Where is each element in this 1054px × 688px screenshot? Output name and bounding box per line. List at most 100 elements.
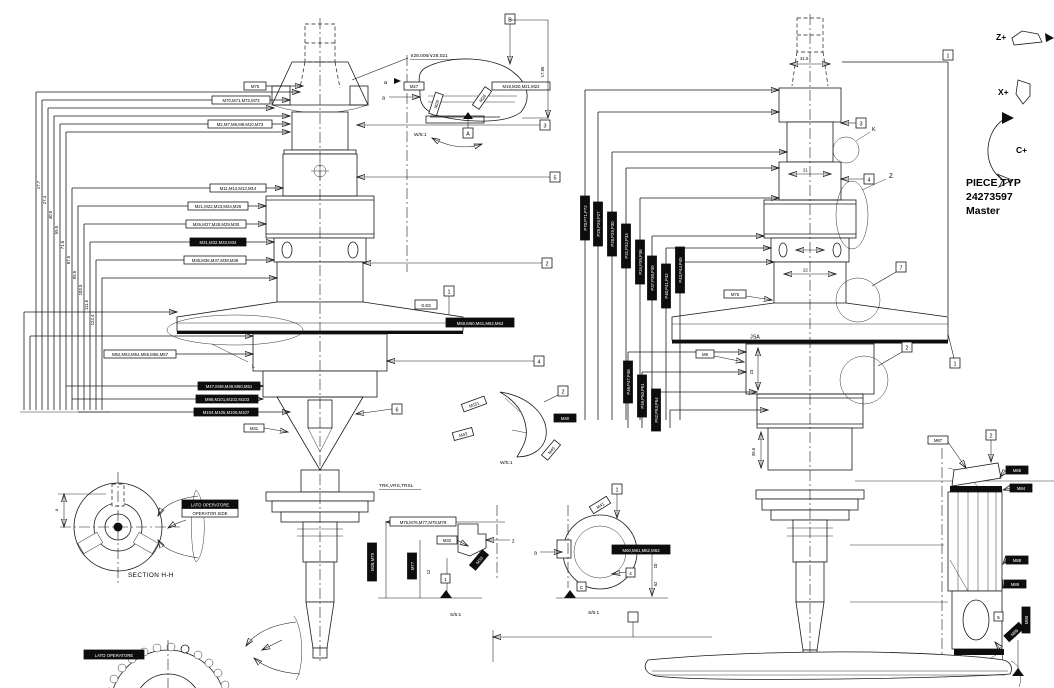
jsa-label: JSA [750,335,760,341]
detail-scale: S/5:1 [450,612,462,618]
dim-label: M28 [478,93,487,103]
flag: 6 [396,408,399,414]
svg-text:M104,M105,M106,M107: M104,M105,M106,M107 [203,410,250,415]
flag: 2 [906,346,909,352]
flag: B [508,18,512,24]
balloon-ref-label: L [252,364,255,370]
flag: 4 [629,571,632,577]
detail-scale: W/5:1 [500,460,513,466]
flag: 3 [860,122,863,128]
c-axis-arrow-icon [987,117,1007,181]
stack-dim: 111.5 [84,299,89,310]
coordinate-axes: Z+ X+ C+ [987,30,1054,189]
dim-label: M76 [731,292,740,297]
dim-label: M27 [410,84,419,89]
operator-side-tag [83,649,145,660]
disc-group-label: M59,M60,M61,M62,M63 [457,321,504,326]
axis-a-label: a [384,80,387,86]
detail-balloon-disc [166,314,304,346]
flag: 5 [997,615,1000,621]
stack-dim: 103.5 [78,284,83,295]
detail-balloon [835,277,881,323]
balloon-ref-label: K [872,127,876,133]
dim-value: 62 [653,581,658,586]
dim-label: P49,P50,P51 [640,383,645,409]
flag: 1 [444,577,447,583]
detail-note: TRK,VRS,TRSL [379,483,414,489]
dim-value: 22 [803,268,808,273]
flag: 3 [544,124,547,130]
svg-text:M35,M36,M37,M38,M39: M35,M36,M37,M38,M39 [192,258,239,263]
dim-label: P43,P44,P45 [678,257,683,283]
dim-value: 31.5 [800,56,809,61]
dim-label: M29 [433,99,441,109]
flag: 1 [947,54,950,60]
stack-dim: 27.4 [42,195,47,204]
operator-side-tag: LATO OPERATORE OPERATOR SIDE [181,499,239,518]
left-view-surface-labels: 0.63 M59,M60,M61,M62,M63 [414,299,515,328]
dim-label: M31,M32,M33,M34 [189,237,247,247]
dim-label: M88 [1013,558,1022,563]
dim-label: M28,M79 [370,552,375,571]
dim-value: 17.85 [540,66,545,77]
piece-type-label: PIECE TYP [966,177,1021,189]
datum-flag: C [580,585,584,591]
svg-text:LATO OPERATORE: LATO OPERATORE [191,503,230,508]
svg-text:M52,M53,M54,M55,M56,M57: M52,M53,M54,M55,M56,M57 [112,352,169,357]
svg-text:OPERATOR SIDE: OPERATOR SIDE [193,511,228,516]
dim-label: M33 [475,555,485,565]
stack-dim: 55.5 [54,225,59,234]
svg-text:M21,M22,M23,M24,M25: M21,M22,M23,M24,M25 [195,204,242,209]
dim-label: M104,M105,M106,M107 [193,407,259,417]
claw-symbol [246,615,302,681]
dim-label: M98,M101,M102,M103 [195,394,259,404]
flag: 1 [448,290,451,296]
z-axis-label: Z+ [996,32,1006,42]
dim-label: M75,M76,M77,M78,M79 [400,520,447,525]
axis-a-arrow-icon [394,78,401,84]
detail-crescent: M151 M43 M45 M40 2 W/5:1 [451,385,577,466]
right-view-flags: 3 4 7 2 1 1 [841,49,961,369]
dim-label: M32 [443,538,452,543]
dim-label: M70,M71,M72,M73 [211,95,271,105]
flag: 7 [900,266,903,272]
dim-label: P40,P41,P42 [664,273,669,299]
section-caption: SECTION H-H [128,572,174,579]
detail-balloon [832,136,860,164]
dim-label: M60,M61,M62,M63 [622,548,660,553]
dim-label: M2,M7,M8,M9,M10,M73 [207,119,273,129]
gear-section-view: LATO OPERATORE [83,615,302,688]
dim-value: a [54,508,59,511]
balloon-ref-label: Z [889,173,893,180]
dim-label: M85 [1013,468,1022,473]
dim-label: M47,M48,M49,M50,M51 [197,381,261,391]
flag: 1 [616,488,619,494]
dim-label: M77 [410,561,415,570]
detail-step: TRK,VRS,TRSL z M75,M76,M77,M78,M79 M32 M… [367,483,515,618]
dim-label: M43 [458,431,468,438]
dim-label: P52,P53,P54 [654,397,659,423]
dim-value: 10 [653,563,658,568]
dim-value: 21 [803,168,808,173]
stack-dim: 95.5 [72,270,77,279]
detail-tooth-profile: a M27 M29 M28 M19,M20,M21,M22 B 17.85 A … [382,13,550,272]
c-axis-label: C+ [1016,145,1027,155]
right-vertical-labels: P70,P71,P72 P25,P26,P27 P28,P29,P30 P31,… [580,195,685,432]
piece-revision: Master [966,205,1000,217]
flag: 1 [954,362,957,368]
dim-label: P28,P29,P30 [610,221,615,247]
svg-text:M2,M7,M8,M9,M10,M73: M2,M7,M8,M9,M10,M73 [217,122,264,127]
svg-text:M31,M32,M33,M34: M31,M32,M33,M34 [199,240,237,245]
dim-label: M84 [1017,486,1026,491]
datum-flag: A [466,132,470,138]
z-axis-ref: z [512,539,515,545]
detail-scale: W/5:1 [414,132,427,138]
dim-label: M40 [561,416,570,421]
flag: 2 [546,262,549,268]
title-block: PIECE TYP 24273597 Master [966,177,1021,217]
axis-a-label: a [382,96,385,102]
dim-label: M8 [702,352,709,357]
thread-note-text: ∨28.006/∨28.021 [410,53,448,59]
left-view-flags: 3 5 2 4 1 6 [356,119,561,414]
